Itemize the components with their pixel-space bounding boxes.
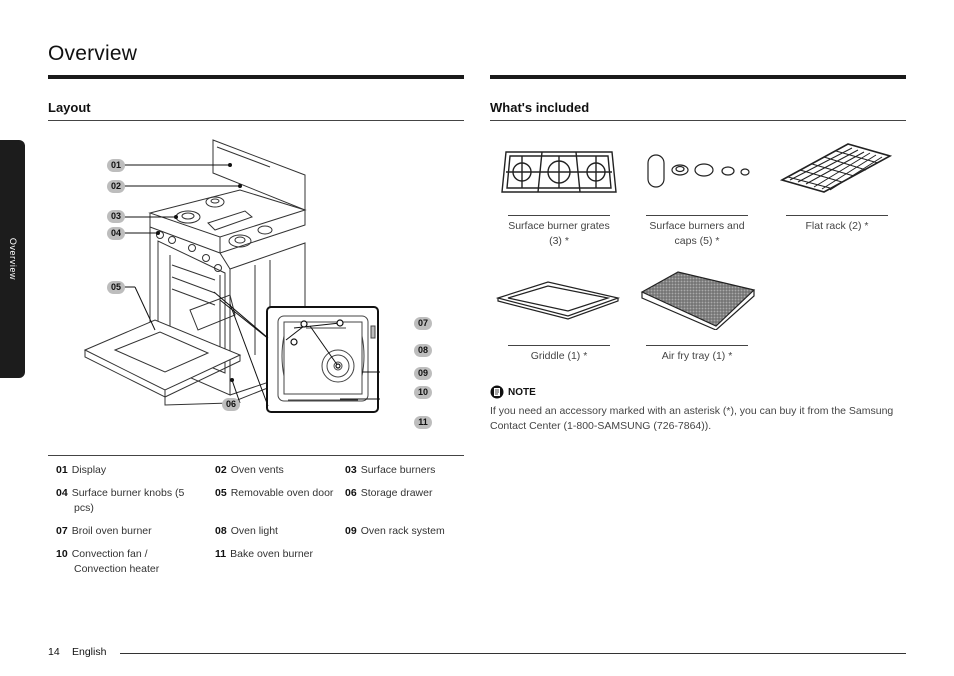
caption-rule <box>646 215 748 216</box>
callout-11: 11 <box>414 416 432 429</box>
caption-rule <box>508 215 610 216</box>
caption-griddle: Griddle (1) * <box>530 350 588 362</box>
caption-rule <box>786 215 888 216</box>
callout-02: 02 <box>107 180 125 193</box>
note-label: NOTE <box>508 387 536 398</box>
burner-grates-image <box>501 151 617 193</box>
legend-rule <box>48 455 464 456</box>
flat-rack-image <box>779 143 893 193</box>
detail-connector <box>213 291 269 407</box>
callout-08: 08 <box>414 344 432 357</box>
griddle-image <box>496 281 621 320</box>
air-fry-tray-image <box>640 271 756 330</box>
page-number: 14 <box>48 646 60 658</box>
page-title: Overview <box>48 42 138 65</box>
oven-interior-detail <box>266 306 380 413</box>
footer-language: English <box>72 646 107 658</box>
header-bar-left <box>48 75 464 79</box>
layout-rule <box>48 120 464 121</box>
included-heading: What's included <box>490 100 590 115</box>
callout-09: 09 <box>414 367 432 380</box>
side-tab-label: Overview <box>8 237 18 281</box>
callout-10: 10 <box>414 386 432 399</box>
callout-07: 07 <box>414 317 432 330</box>
header-bar-right <box>490 75 906 79</box>
caption-rule <box>646 345 748 346</box>
callout-06: 06 <box>222 398 240 411</box>
note-text: If you need an accessory marked with an … <box>490 405 894 432</box>
callout-01: 01 <box>107 159 125 172</box>
callout-03: 03 <box>107 210 125 223</box>
side-tab: Overview <box>0 140 25 378</box>
caption-burners-caps: Surface burners and caps (5) * <box>649 220 745 247</box>
caption-air-fry-tray: Air fry tray (1) * <box>661 350 733 362</box>
caption-burner-grates: Surface burner grates (3) * <box>508 220 610 247</box>
caption-rule <box>508 345 610 346</box>
included-rule <box>490 120 906 121</box>
caption-flat-rack: Flat rack (2) * <box>805 220 869 232</box>
layout-heading: Layout <box>48 100 91 115</box>
callout-05: 05 <box>107 281 125 294</box>
burners-caps-image <box>647 154 750 188</box>
note-icon <box>490 385 504 399</box>
callout-04: 04 <box>107 227 125 240</box>
footer-rule <box>120 653 906 654</box>
